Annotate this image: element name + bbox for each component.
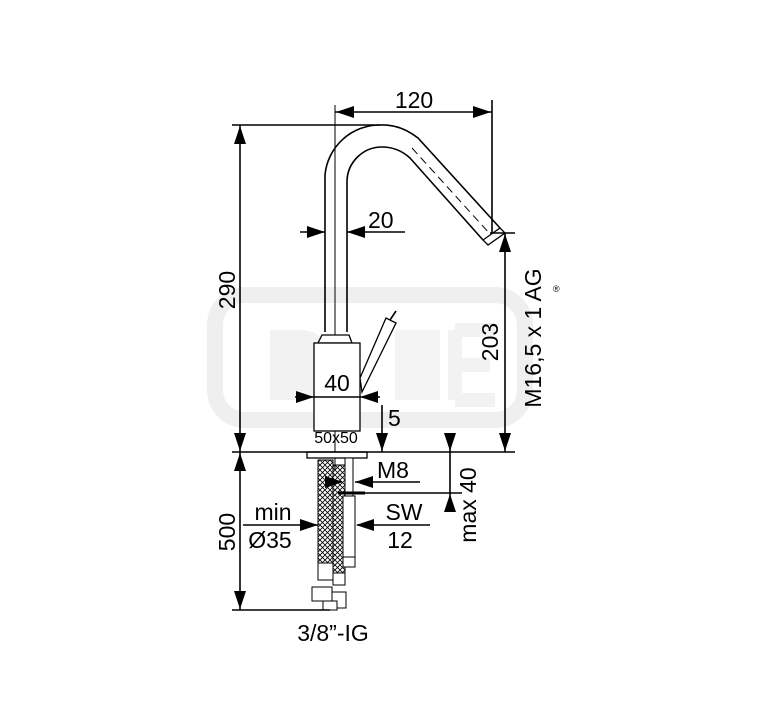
stud-thread-label: M8: [377, 457, 409, 483]
dim-max-counter-thickness: max 40: [455, 467, 481, 542]
base-plate: [306, 451, 368, 459]
dim-total-height: 290: [214, 271, 240, 309]
registered-mark: ®: [553, 284, 560, 294]
hole-diameter: Ø35: [248, 527, 291, 553]
dim-pipe-diameter: 20: [368, 207, 394, 233]
hose-fitting: [311, 586, 333, 602]
dim-spout-reach: 120: [395, 87, 433, 113]
dimension-arrows: [234, 106, 511, 610]
mounting-assembly: [311, 457, 365, 611]
wrench-size-label: SW: [385, 499, 422, 525]
dim-hose-length: 500: [214, 513, 240, 551]
hole-min-label: min: [254, 499, 291, 525]
wrench-size-value: 12: [387, 527, 413, 553]
faucet-outline: [306, 124, 507, 459]
threaded-stud: [344, 457, 354, 497]
lever-handle: [359, 317, 397, 395]
support-rod: [342, 495, 356, 561]
dim-outlet-height: 203: [477, 323, 503, 361]
hose-connection-label: 3/8”-IG: [297, 620, 369, 646]
outlet-thread-label: M16,5 x 1 AG: [520, 268, 546, 407]
dim-body-width: 40: [324, 370, 350, 396]
dim-base-offset: 5: [388, 405, 401, 431]
dim-base-plate: 50x50: [314, 430, 358, 447]
